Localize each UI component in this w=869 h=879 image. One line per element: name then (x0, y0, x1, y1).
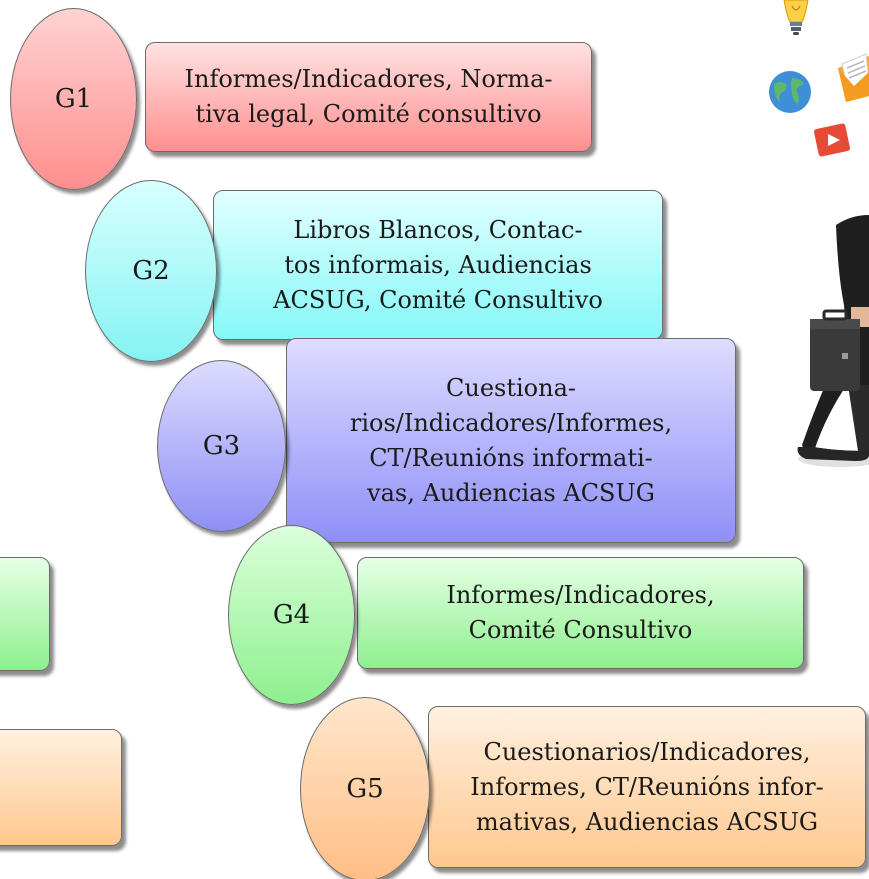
group-g1-oval: G1 (10, 8, 137, 190)
group-g2-line: tos informais, Audiencias (284, 250, 592, 279)
group-g3-box: Cuestiona- rios/Indicadores/Informes, CT… (286, 338, 736, 543)
group-g5-line: Cuestionarios/Indicadores, (483, 737, 811, 766)
group-g3-label: G3 (202, 431, 241, 461)
group-g2-line: Libros Blancos, Contac- (293, 215, 583, 244)
group-g2-box: Libros Blancos, Contac- tos informais, A… (213, 190, 663, 340)
group-g4-label: G4 (272, 600, 311, 630)
group-g5-line: mativas, Audiencias ACSUG (475, 807, 819, 836)
group-g3-line: CT/Reunións informati- (369, 443, 653, 472)
group-g4-line: Informes/Indicadores, (446, 581, 715, 609)
globe-icon (769, 71, 811, 113)
lightbulb-icon (783, 0, 809, 35)
group-g2-label: G2 (132, 256, 170, 286)
group-g4-oval: G4 (228, 525, 355, 705)
envelope-icon (838, 53, 869, 102)
group-g1-label: G1 (54, 84, 93, 114)
group-g3-line: Cuestiona- (446, 373, 576, 402)
group-g5-oval: G5 (300, 697, 430, 879)
group-g3-oval: G3 (157, 360, 286, 532)
group-g1-line: Informes/Indicadores, Norma- (184, 65, 553, 93)
group-g5-line: Informes, CT/Reunións infor- (470, 772, 824, 801)
group-g5-box: Cuestionarios/Indicadores, Informes, CT/… (428, 706, 866, 868)
group-g3-line: vas, Audiencias ACSUG (367, 478, 655, 507)
offscreen-box-green (0, 557, 50, 671)
person-with-briefcase-illustration (797, 215, 869, 467)
group-g1-box: Informes/Indicadores, Norma- tiva legal,… (145, 42, 592, 152)
group-g2-line: ACSUG, Comité Consultivo (273, 285, 603, 314)
group-g2-oval: G2 (85, 180, 217, 362)
group-g4-line: Comité Consultivo (468, 616, 693, 644)
group-g1-line: tiva legal, Comité consultivo (195, 100, 542, 128)
group-g3-line: rios/Indicadores/Informes, (349, 408, 673, 437)
group-g5-label: G5 (346, 774, 384, 804)
video-play-icon (814, 123, 851, 157)
group-g4-box: Informes/Indicadores, Comité Consultivo (357, 557, 804, 669)
offscreen-box-orange (0, 729, 122, 846)
